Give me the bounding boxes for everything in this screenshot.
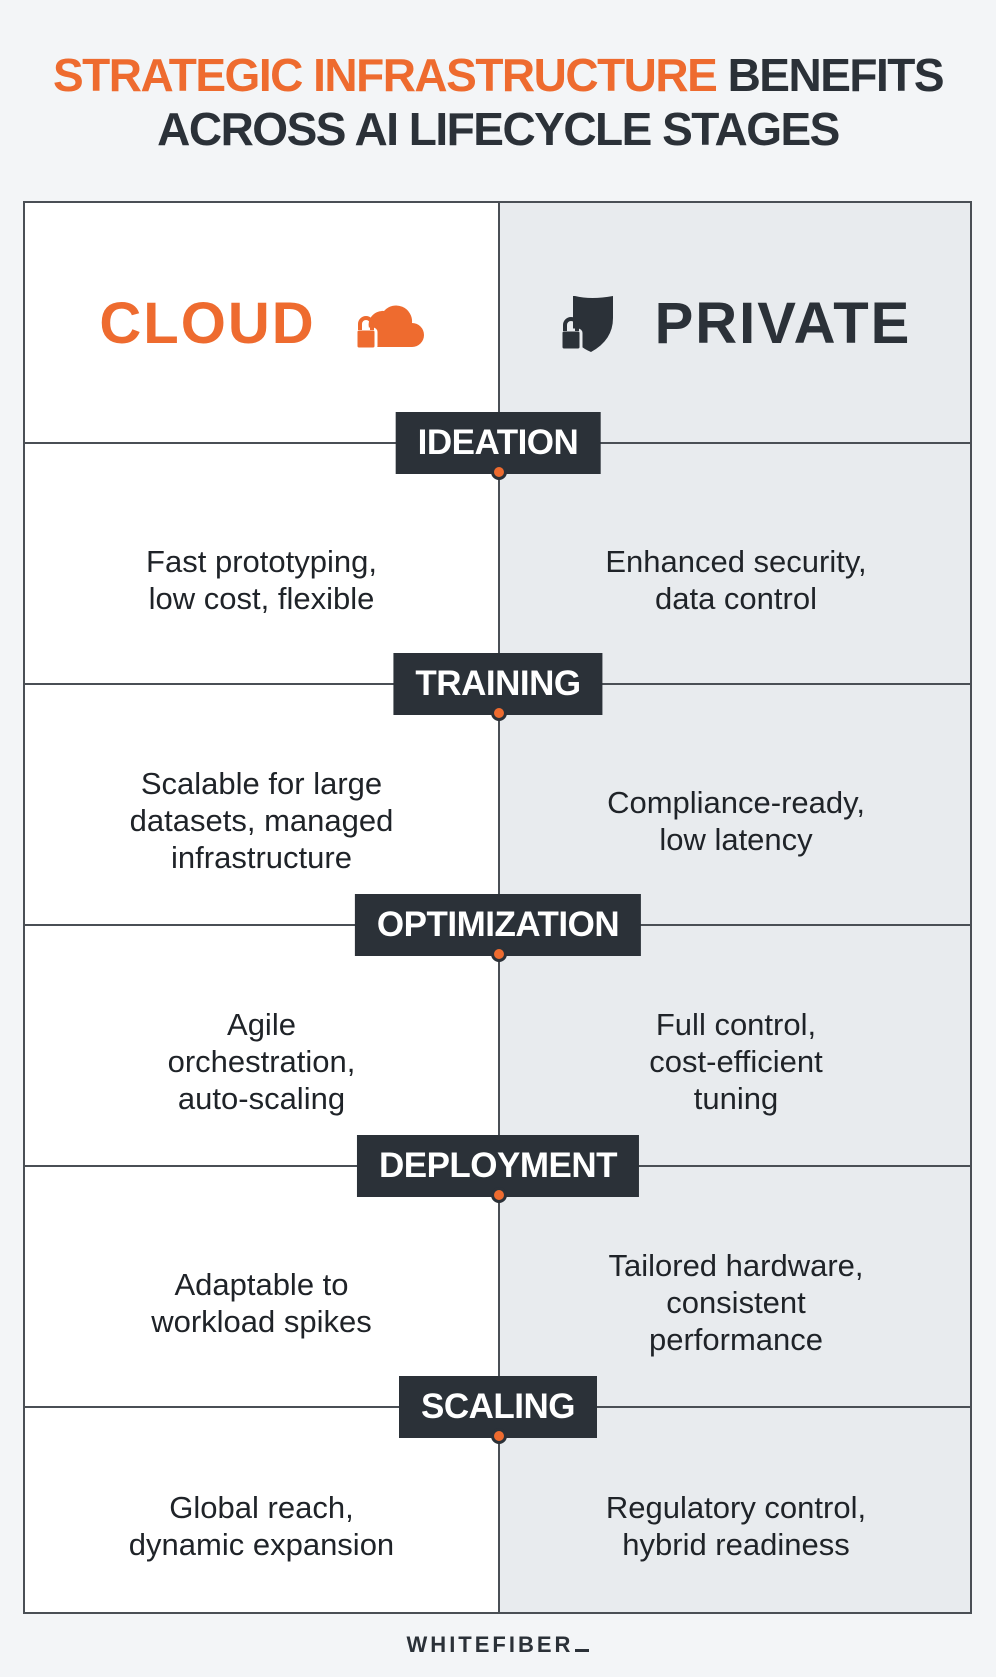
cloud-lock-icon	[354, 295, 424, 351]
benefit-text-line: data control	[654, 580, 817, 616]
benefit-text-line: auto-scaling	[177, 1081, 346, 1116]
stage-connector-dot	[491, 946, 507, 962]
logo-text: WHITEFIBER	[406, 1632, 574, 1657]
whitefiber-logo: WHITEFIBER	[0, 1632, 996, 1658]
stage-label-optimization: OPTIMIZATION	[354, 894, 642, 956]
benefit-text-line: Adaptable to	[174, 1266, 349, 1302]
benefit-text-line: Scalable for large	[140, 766, 383, 801]
benefit-text-line: workload spikes	[151, 1303, 372, 1339]
page-title: STRATEGIC INFRASTRUCTURE BENEFITS ACROSS…	[0, 48, 996, 156]
benefit-text-line: Tailored hardware,	[608, 1248, 864, 1283]
benefit-text-line: Agile	[227, 1007, 296, 1042]
shield-lock-icon	[559, 292, 617, 354]
title-line-2: ACROSS AI LIFECYCLE STAGES	[157, 103, 840, 155]
benefit-text-line: tuning	[693, 1081, 779, 1116]
stage-label-training: TRAINING	[393, 653, 603, 715]
benefit-text-line: low latency	[659, 821, 813, 857]
comparison-table: CLOUD PRIVATE Fast prototypin	[23, 201, 972, 1614]
logo-cursor-mark	[575, 1649, 590, 1652]
private-benefit-training: Compliance-ready,low latency	[500, 717, 972, 924]
benefit-text-line: Compliance-ready,	[607, 784, 865, 820]
benefit-text-line: cost-efficient	[649, 1044, 823, 1079]
benefit-text-line: Enhanced security,	[605, 543, 867, 579]
benefit-text-line: dynamic expansion	[128, 1527, 395, 1562]
private-benefit-scaling: Regulatory control,hybrid readiness	[500, 1440, 972, 1612]
cloud-benefit-ideation: Fast prototyping,low cost, flexible	[25, 476, 498, 683]
benefit-text-line: hybrid readiness	[622, 1527, 850, 1562]
private-column-header: PRIVATE	[500, 203, 970, 443]
stage-label-deployment: DEPLOYMENT	[356, 1135, 640, 1197]
benefit-text-line: infrastructure	[171, 840, 352, 875]
stage-connector-dot	[491, 1428, 507, 1444]
benefit-text-line: orchestration,	[167, 1044, 356, 1079]
title-highlight: STRATEGIC INFRASTRUCTURE	[52, 49, 718, 101]
benefit-text-line: Fast prototyping,	[146, 543, 377, 579]
title-line-1: STRATEGIC INFRASTRUCTURE BENEFITS	[0, 48, 996, 102]
title-rest: BENEFITS	[716, 49, 945, 101]
stage-connector-dot	[491, 1187, 507, 1203]
private-label: PRIVATE	[654, 290, 912, 356]
cloud-benefit-scaling: Global reach,dynamic expansion	[25, 1440, 498, 1612]
stage-connector-dot	[491, 705, 507, 721]
private-benefit-ideation: Enhanced security,data control	[500, 476, 972, 683]
benefit-text-line: Full control,	[655, 1007, 817, 1042]
cloud-column-header: CLOUD	[25, 203, 498, 443]
benefit-text-line: Regulatory control,	[605, 1490, 867, 1525]
stage-label-ideation: IDEATION	[395, 412, 601, 474]
stage-label-scaling: SCALING	[399, 1376, 597, 1438]
benefit-text-line: performance	[648, 1322, 824, 1357]
benefit-text-line: Global reach,	[169, 1490, 354, 1525]
benefit-text-line: low cost, flexible	[148, 580, 375, 616]
stage-connector-dot	[491, 464, 507, 480]
cloud-label: CLOUD	[99, 290, 316, 356]
benefit-text-line: consistent	[666, 1285, 806, 1320]
benefit-text-line: datasets, managed	[129, 803, 394, 838]
